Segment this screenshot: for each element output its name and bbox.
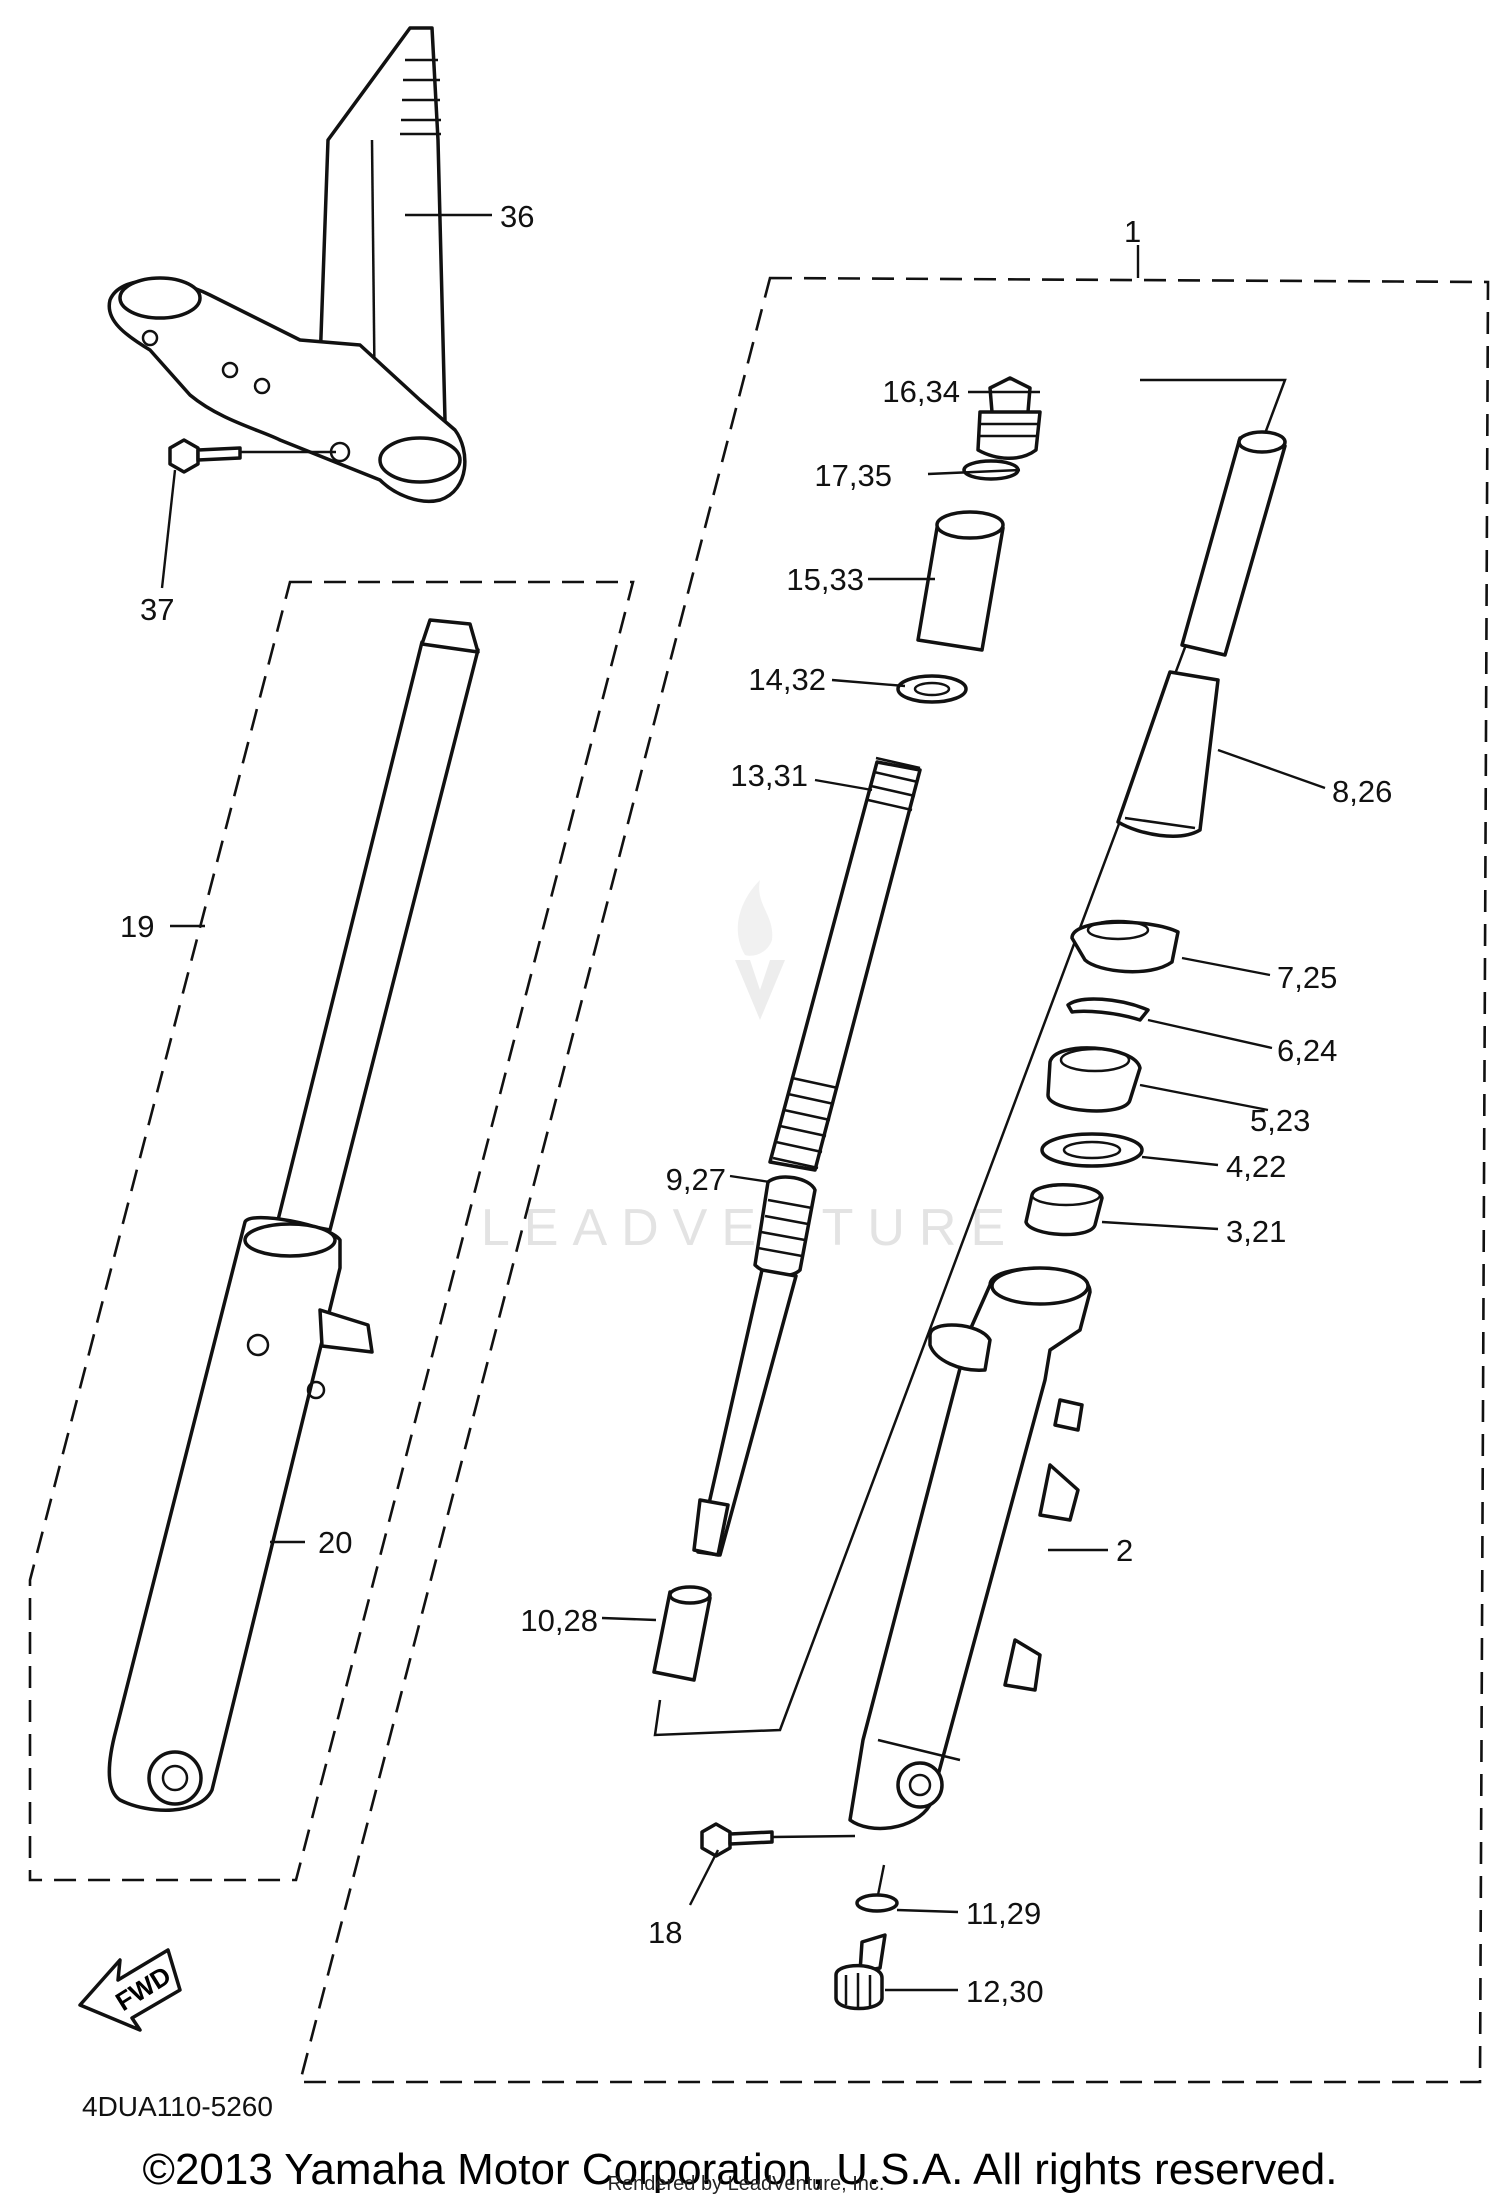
callout-3-21: 3,21 bbox=[1226, 1214, 1286, 1249]
washer-11-29 bbox=[855, 1893, 899, 1913]
callout-13-31: 13,31 bbox=[730, 758, 808, 793]
slide-metal-3-21 bbox=[1024, 1183, 1104, 1237]
fork-left-20 bbox=[107, 618, 480, 1812]
callout-18: 18 bbox=[648, 1915, 682, 1950]
spring-13-31 bbox=[768, 756, 922, 1172]
stopper-ring-6-24 bbox=[1066, 997, 1150, 1022]
leader-lines bbox=[160, 213, 1326, 1992]
callout-19: 19 bbox=[120, 909, 154, 944]
spacer-15-33 bbox=[916, 510, 1005, 652]
copyright-notice: ©2013 Yamaha Motor Corporation, U.S.A. A… bbox=[143, 2145, 1338, 2194]
callout-37: 37 bbox=[140, 592, 174, 627]
callout-17-35: 17,35 bbox=[814, 458, 892, 493]
washer-4-22 bbox=[1040, 1132, 1144, 1168]
callout-36: 36 bbox=[500, 199, 534, 234]
inner-tube-8-26 bbox=[1116, 430, 1287, 838]
fork-assembly-1-boundary bbox=[298, 276, 1490, 2084]
bolt-18 bbox=[700, 1822, 774, 1858]
inner-parts-bracket bbox=[653, 378, 1287, 1737]
leadventure-watermark-logo bbox=[735, 880, 785, 1020]
callout-14-32: 14,32 bbox=[748, 662, 826, 697]
callout-20: 20 bbox=[318, 1525, 352, 1560]
callout-7-25: 7,25 bbox=[1277, 960, 1337, 995]
bolt-12-30 bbox=[834, 1933, 887, 2011]
cap-bolt-16-34 bbox=[976, 376, 1042, 460]
steering-stem-36 bbox=[107, 26, 467, 503]
callout-9-27: 9,27 bbox=[666, 1162, 726, 1197]
callout-16-34: 16,34 bbox=[882, 374, 960, 409]
oil-seal-5-23 bbox=[1046, 1046, 1142, 1113]
bolt-37 bbox=[168, 438, 242, 474]
callout-4-22: 4,22 bbox=[1226, 1149, 1286, 1184]
callout-5-23: 5,23 bbox=[1250, 1103, 1310, 1138]
callout-2: 2 bbox=[1116, 1533, 1133, 1568]
damper-rod-9-27 bbox=[692, 1175, 817, 1557]
callout-6-24: 6,24 bbox=[1277, 1033, 1337, 1068]
callout-12-30: 12,30 bbox=[966, 1974, 1044, 2009]
callout-11-29: 11,29 bbox=[966, 1896, 1041, 1931]
callout-15-33: 15,33 bbox=[786, 562, 864, 597]
rendered-by-note: Rendered by LeadVenture, Inc. bbox=[608, 2173, 885, 2194]
diagram-code: 4DUA110-5260 bbox=[82, 2091, 273, 2122]
oil-lock-piece-10-28 bbox=[652, 1585, 712, 1682]
dust-seal-7-25 bbox=[1070, 919, 1180, 974]
fork-assembly-19-boundary bbox=[28, 580, 635, 1882]
washer-14-32 bbox=[896, 674, 968, 704]
callout-10-28: 10,28 bbox=[520, 1603, 598, 1638]
callout-8-26: 8,26 bbox=[1332, 774, 1392, 809]
watermark-text: LEADVENTURE bbox=[481, 1199, 1019, 1257]
fwd-direction-arrow-icon: FWD bbox=[78, 1948, 182, 2032]
outer-tube-2 bbox=[848, 1266, 1092, 1831]
callout-1: 1 bbox=[1124, 214, 1141, 249]
